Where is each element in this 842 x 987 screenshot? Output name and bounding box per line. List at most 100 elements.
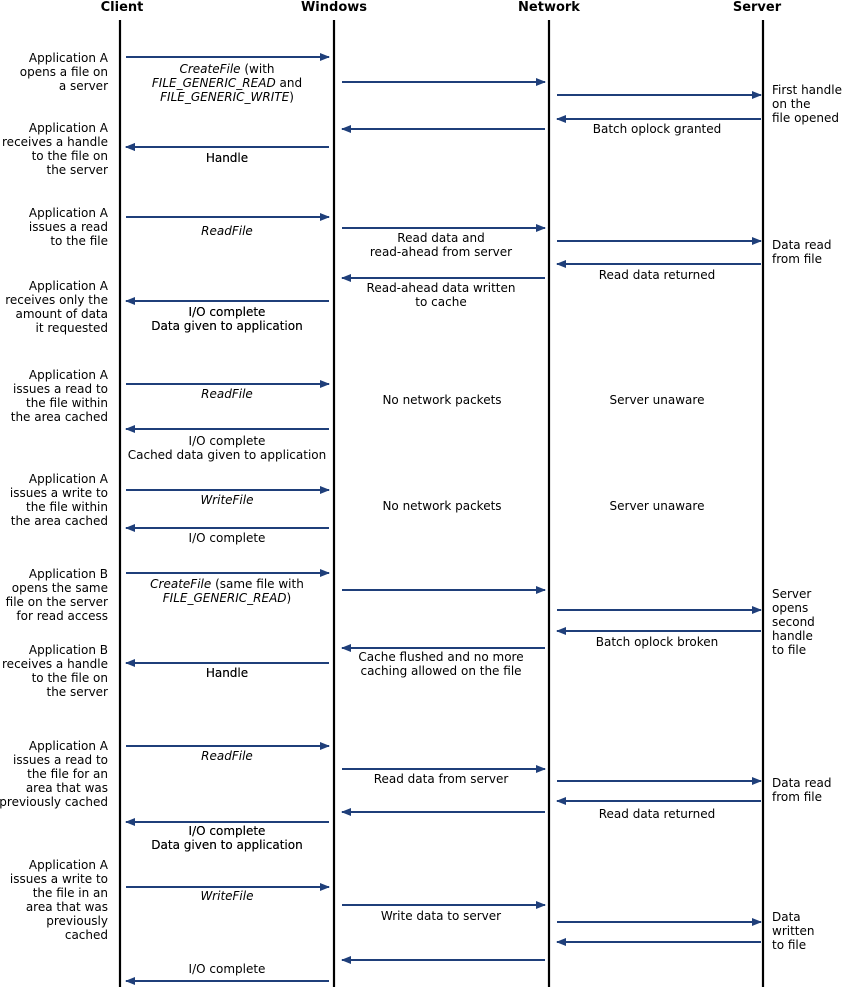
client-step-description: it requested <box>36 321 108 335</box>
client-step-description: Application A <box>29 858 109 872</box>
client-step-description: the file within <box>26 396 108 410</box>
client-step-description: the server <box>47 163 109 177</box>
client-step-description: Application A <box>29 739 109 753</box>
client-step-description: receives only the <box>5 293 108 307</box>
client-step-description: previously cached <box>0 795 108 809</box>
call-label: ReadFile <box>201 224 253 238</box>
call-label: FILE_GENERIC_READ) <box>163 591 291 605</box>
server-return-label: Read data returned <box>599 268 716 282</box>
header-client: Client <box>101 0 144 15</box>
client-step-description: Application A <box>29 51 109 65</box>
client-step-description: issues a write to <box>10 872 108 886</box>
server-step-description: Data read <box>772 776 832 790</box>
network-request-label: Read data and <box>397 231 484 245</box>
client-step-description: the area cached <box>11 514 108 528</box>
client-step-description: issues a read to <box>13 753 108 767</box>
client-return-label: Handle <box>206 151 248 165</box>
client-step-description: Application A <box>29 121 109 135</box>
server-step-description: handle <box>772 629 813 643</box>
client-step-description: the file in an <box>33 886 108 900</box>
client-return-label: Cached data given to application <box>128 448 327 462</box>
server-step-description: from file <box>772 790 822 804</box>
windows-return-label: Read-ahead data written <box>367 281 516 295</box>
client-return-label: Handle <box>206 151 248 165</box>
client-step-description: the area cached <box>11 410 108 424</box>
client-step-description: Application A <box>29 206 109 220</box>
client-step-description: area that was <box>26 781 108 795</box>
server-step-description: to file <box>772 643 806 657</box>
network-note: No network packets <box>382 393 501 407</box>
client-step-description: previously <box>46 914 108 928</box>
client-step-description: cached <box>65 928 108 942</box>
call-label: CreateFile (same file with <box>150 577 304 591</box>
windows-return-label: Cache flushed and no more <box>358 650 523 664</box>
client-step-description: Application A <box>29 368 109 382</box>
client-step-description: area that was <box>26 900 108 914</box>
client-step-description: a server <box>59 79 108 93</box>
call-label: ReadFile <box>201 749 253 763</box>
client-return-label: I/O complete <box>189 824 266 838</box>
client-step-description: issues a read <box>29 220 108 234</box>
server-step-description: second <box>772 615 815 629</box>
client-step-description: Application B <box>29 643 108 657</box>
server-step-description: First handle <box>772 83 842 97</box>
client-step-description: issues a read to <box>13 382 108 396</box>
call-label: WriteFile <box>201 493 254 507</box>
server-step-description: Server <box>772 587 811 601</box>
header-network: Network <box>518 0 580 15</box>
call-label: FILE_GENERIC_READ and <box>152 76 302 90</box>
network-request-label: read-ahead from server <box>370 245 512 259</box>
client-step-description: opens the same <box>12 581 108 595</box>
client-step-description: for read access <box>16 609 108 623</box>
client-step-description: Application B <box>29 567 108 581</box>
server-step-description: from file <box>772 252 822 266</box>
network-request-label: Write data to server <box>381 909 501 923</box>
server-return-label: Batch oplock granted <box>593 122 722 136</box>
client-step-description: opens a file on <box>20 65 108 79</box>
server-step-description: file opened <box>772 111 839 125</box>
network-request-label: Read data from server <box>374 772 509 786</box>
header-windows: Windows <box>301 0 367 15</box>
server-step-description: Data read <box>772 238 832 252</box>
server-return-label: Batch oplock broken <box>596 635 718 649</box>
client-step-description: to the file on <box>32 149 108 163</box>
server-step-description: on the <box>772 97 810 111</box>
network-note: No network packets <box>382 499 501 513</box>
server-step-description: opens <box>772 601 808 615</box>
server-step-description: to file <box>772 938 806 952</box>
client-step-description: receives a handle <box>2 135 108 149</box>
client-step-description: file on the server <box>6 595 108 609</box>
client-return-label: Handle <box>206 666 248 680</box>
server-return-label: Read data returned <box>599 807 716 821</box>
client-step-description: to the file on <box>32 671 108 685</box>
server-step-description: written <box>772 924 814 938</box>
client-step-description: the file for an <box>27 767 108 781</box>
call-label: ReadFile <box>201 387 253 401</box>
windows-return-label: caching allowed on the file <box>360 664 521 678</box>
client-return-label: Handle <box>206 666 248 680</box>
call-label: WriteFile <box>201 889 254 903</box>
client-return-label: I/O complete <box>189 305 266 319</box>
server-step-description: Data <box>772 910 801 924</box>
client-step-description: Application A <box>29 279 109 293</box>
client-step-description: receives a handle <box>2 657 108 671</box>
client-step-description: amount of data <box>15 307 108 321</box>
server-note: Server unaware <box>610 393 705 407</box>
client-return-label: I/O complete <box>189 305 266 319</box>
client-step-description: Application A <box>29 472 109 486</box>
client-step-description: to the file <box>50 234 108 248</box>
client-return-label: I/O complete <box>189 531 266 545</box>
call-label: FILE_GENERIC_WRITE) <box>160 90 294 104</box>
header-server: Server <box>733 0 782 15</box>
client-return-label: I/O complete <box>189 434 266 448</box>
windows-return-label: to cache <box>415 295 466 309</box>
client-return-label: Data given to application <box>151 838 302 852</box>
client-return-label: Data given to application <box>151 838 302 852</box>
client-return-label: I/O complete <box>189 962 266 976</box>
call-label: CreateFile (with <box>179 62 274 76</box>
client-return-label: Data given to application <box>151 319 302 333</box>
server-note: Server unaware <box>610 499 705 513</box>
client-return-label: Data given to application <box>151 319 302 333</box>
